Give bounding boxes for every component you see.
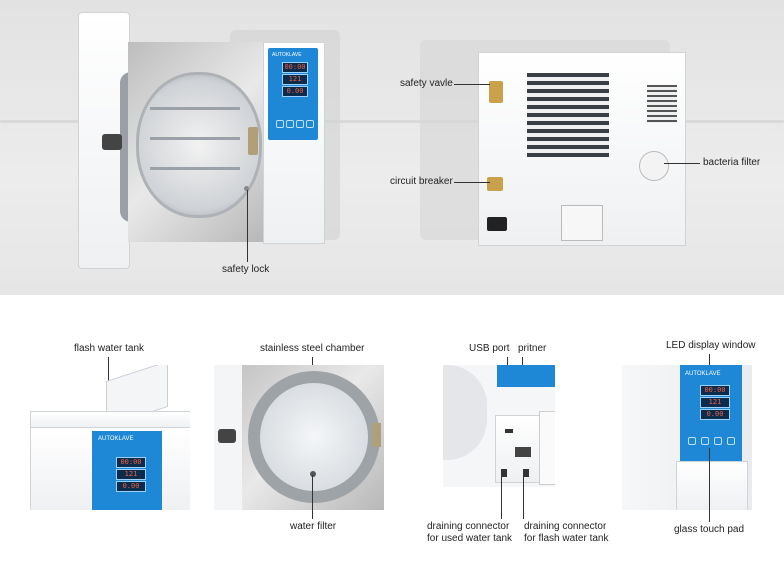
touch-pad-button-1[interactable] (688, 437, 696, 445)
vent-grille-side (647, 85, 677, 123)
display-line-3: 0.00 (282, 86, 308, 97)
leader-flash-water-tank (108, 357, 109, 387)
display-line-3: 0.00 (116, 481, 146, 492)
label-safety-lock: safety lock (222, 264, 270, 275)
brand-label: AUTOKLAVE (98, 436, 134, 442)
control-panel-closeup: AUTOKLAVE 00:00 121 0.00 (92, 431, 162, 510)
label-usb-port: USB port (469, 343, 510, 354)
panel-usb-printer (443, 365, 555, 487)
drain-connector-used (501, 469, 507, 477)
label-draining-used-line2: for used water tank (427, 533, 513, 544)
printer-slot (515, 447, 531, 457)
panel-led-display: AUTOKLAVE 00:00 121 0.00 (622, 365, 752, 510)
tray-1 (150, 107, 240, 110)
display-line-2: 121 (116, 469, 146, 480)
printer-door (539, 411, 555, 485)
background-shelf (0, 120, 784, 123)
touch-pad-button-2[interactable] (701, 437, 709, 445)
label-bacteria-filter: bacteria filter (703, 157, 761, 168)
door-handle (102, 134, 122, 150)
panel-button-1[interactable] (276, 120, 284, 128)
label-led-display-window: LED display window (666, 340, 756, 351)
leader-drain-used (501, 476, 502, 519)
label-flash-water-tank: flash water tank (74, 343, 145, 354)
leader-drain-flash (523, 476, 524, 519)
brand-label: AUTOKLAVE (272, 52, 302, 58)
rating-plate (561, 205, 603, 241)
usb-socket (505, 429, 513, 433)
control-panel-strip (497, 365, 555, 387)
circuit-breaker-switch (487, 177, 503, 191)
panel-button-2[interactable] (286, 120, 294, 128)
power-socket (487, 217, 507, 231)
display-line-2: 121 (700, 397, 730, 408)
label-water-filter: water filter (290, 521, 337, 532)
panel-button-4[interactable] (306, 120, 314, 128)
display-line-1: 00:00 (116, 457, 146, 468)
leader-circuit-breaker (454, 182, 490, 183)
latch-right (248, 127, 258, 155)
safety-valve (489, 81, 503, 103)
panel-stainless-steel-chamber (214, 365, 384, 510)
leader-bacteria-filter (664, 163, 700, 164)
label-safety-vavle: safety vavle (400, 78, 453, 89)
autoclave-front-view: AUTOKLAVE 00:00 121 0.00 (78, 12, 328, 270)
door-handle (218, 429, 236, 443)
unit-lower-body (676, 461, 748, 510)
label-circuit-breaker: circuit breaker (390, 176, 453, 187)
display-line-1: 00:00 (700, 385, 730, 396)
leader-safety-vavle (454, 84, 490, 85)
label-glass-touch-pad: glass touch pad (674, 524, 745, 535)
leader-glass-touch-pad (709, 448, 710, 522)
touch-pad-button-4[interactable] (727, 437, 735, 445)
tray-2 (150, 137, 240, 140)
chamber-opening (136, 72, 262, 218)
vent-grille-main (527, 73, 609, 157)
tray-3 (150, 167, 240, 170)
label-draining-flash-line2: for flash water tank (524, 533, 609, 544)
leader-water-filter (312, 475, 313, 519)
autoclave-back-view (478, 52, 686, 246)
label-draining-used-line1: draining connector (427, 521, 510, 532)
label-pritner: pritner (518, 343, 547, 354)
chamber-edge (443, 365, 487, 460)
control-panel-front: AUTOKLAVE 00:00 121 0.00 (680, 365, 742, 461)
top-banner: AUTOKLAVE 00:00 121 0.00 safety lock saf… (0, 0, 784, 295)
display-line-1: 00:00 (282, 62, 308, 73)
control-panel: AUTOKLAVE 00:00 121 0.00 (268, 48, 318, 140)
display-line-2: 121 (282, 74, 308, 85)
safety-lock-pin (244, 186, 249, 191)
label-draining-flash-line1: draining connector (524, 521, 607, 532)
water-filter-dot (310, 471, 316, 477)
leader-safety-lock (247, 190, 248, 262)
bacteria-filter-disc (639, 151, 669, 181)
label-stainless-steel-chamber: stainless steel chamber (260, 343, 365, 354)
brand-label: AUTOKLAVE (685, 371, 721, 377)
panel-button-3[interactable] (296, 120, 304, 128)
display-line-3: 0.00 (700, 409, 730, 420)
panel-flash-water-tank: AUTOKLAVE 00:00 121 0.00 (30, 365, 190, 510)
touch-pad-button-3[interactable] (714, 437, 722, 445)
latch (372, 423, 381, 447)
drain-connector-flash (523, 469, 529, 477)
